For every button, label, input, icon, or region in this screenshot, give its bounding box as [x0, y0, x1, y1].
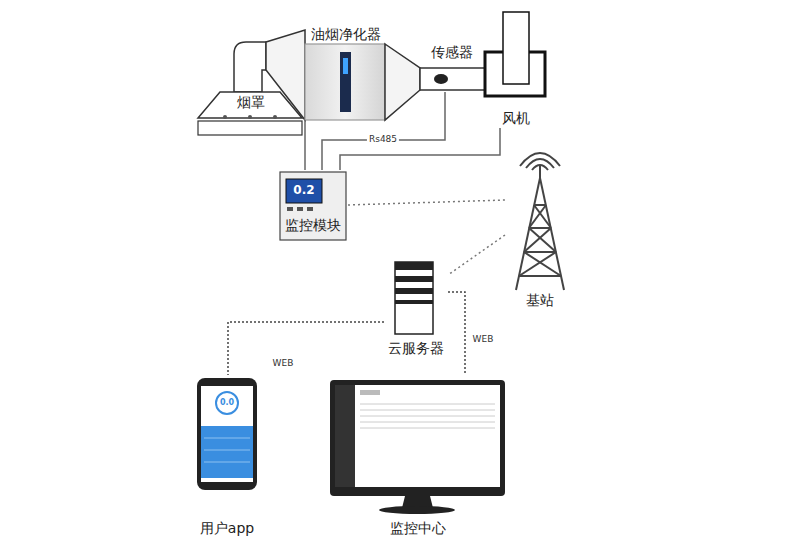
phone-row	[204, 438, 250, 439]
hood-light	[273, 115, 277, 119]
node-label: 云服务器	[388, 340, 444, 356]
diagram-node: 油烟净化器	[300, 24, 392, 120]
connector	[348, 200, 505, 205]
hood-light	[223, 115, 227, 119]
phone-gauge	[216, 392, 238, 414]
phone-body	[197, 378, 257, 490]
phone-row	[204, 462, 250, 463]
edge-label: WEB	[271, 359, 296, 369]
edge-label: WEB	[471, 335, 496, 345]
module-screen	[286, 179, 322, 203]
module-box	[280, 172, 346, 240]
diagram-node: 烟罩	[198, 82, 303, 138]
monitor-header	[360, 390, 380, 395]
hood-shape	[198, 92, 302, 118]
node-label: 烟罩	[237, 94, 265, 110]
module-button	[287, 207, 293, 211]
monitor-base	[379, 506, 455, 514]
connector	[448, 235, 505, 275]
node-label: 监控中心	[390, 520, 446, 536]
outlet-cone	[385, 44, 420, 120]
hood-light	[248, 115, 252, 119]
diagram-node: 传感器	[418, 42, 486, 92]
node-label: 基站	[526, 292, 554, 308]
connector	[228, 322, 384, 375]
hood-duct	[234, 42, 266, 92]
sensor-duct	[420, 68, 485, 90]
node-label: 传感器	[431, 44, 473, 60]
node-label: 监控模块	[285, 217, 341, 233]
diagram-node: 风机	[480, 10, 552, 128]
hood-plate	[198, 121, 302, 135]
edge-label: Rs485	[367, 135, 399, 145]
node-label: 油烟净化器	[311, 26, 381, 42]
module-button	[297, 207, 303, 211]
server-band	[395, 262, 433, 270]
phone-row	[204, 450, 250, 451]
server-band	[395, 276, 433, 282]
server-band	[395, 288, 433, 294]
sensor-probe	[434, 74, 448, 84]
fan-chimney	[503, 12, 529, 84]
connector	[448, 292, 465, 375]
connector	[340, 128, 500, 170]
monitor-rows	[360, 404, 495, 428]
node-label: 用户app	[200, 520, 254, 536]
module-button	[307, 207, 313, 211]
phone-panel	[201, 426, 253, 478]
node-label: 风机	[502, 110, 530, 126]
phone-screen	[201, 386, 253, 482]
monitor-screen	[335, 385, 500, 487]
screen-reading: 0.2	[293, 184, 314, 197]
connector	[304, 120, 306, 170]
diagram-node: 监控中心	[328, 375, 508, 540]
monitor-frame	[330, 380, 505, 496]
screen-reading: 0.0	[220, 399, 234, 408]
purifier-panel	[340, 52, 351, 112]
purifier-indicator	[343, 58, 348, 74]
monitor-sidebar	[335, 385, 355, 487]
server-box	[395, 262, 433, 334]
purifier-box	[305, 44, 385, 120]
diagram-node: 基站	[505, 158, 575, 310]
tower	[516, 153, 564, 290]
server-band	[395, 300, 433, 304]
diagram-node: 云服务器	[384, 258, 448, 360]
diagram-node: 监控模块	[278, 170, 348, 242]
